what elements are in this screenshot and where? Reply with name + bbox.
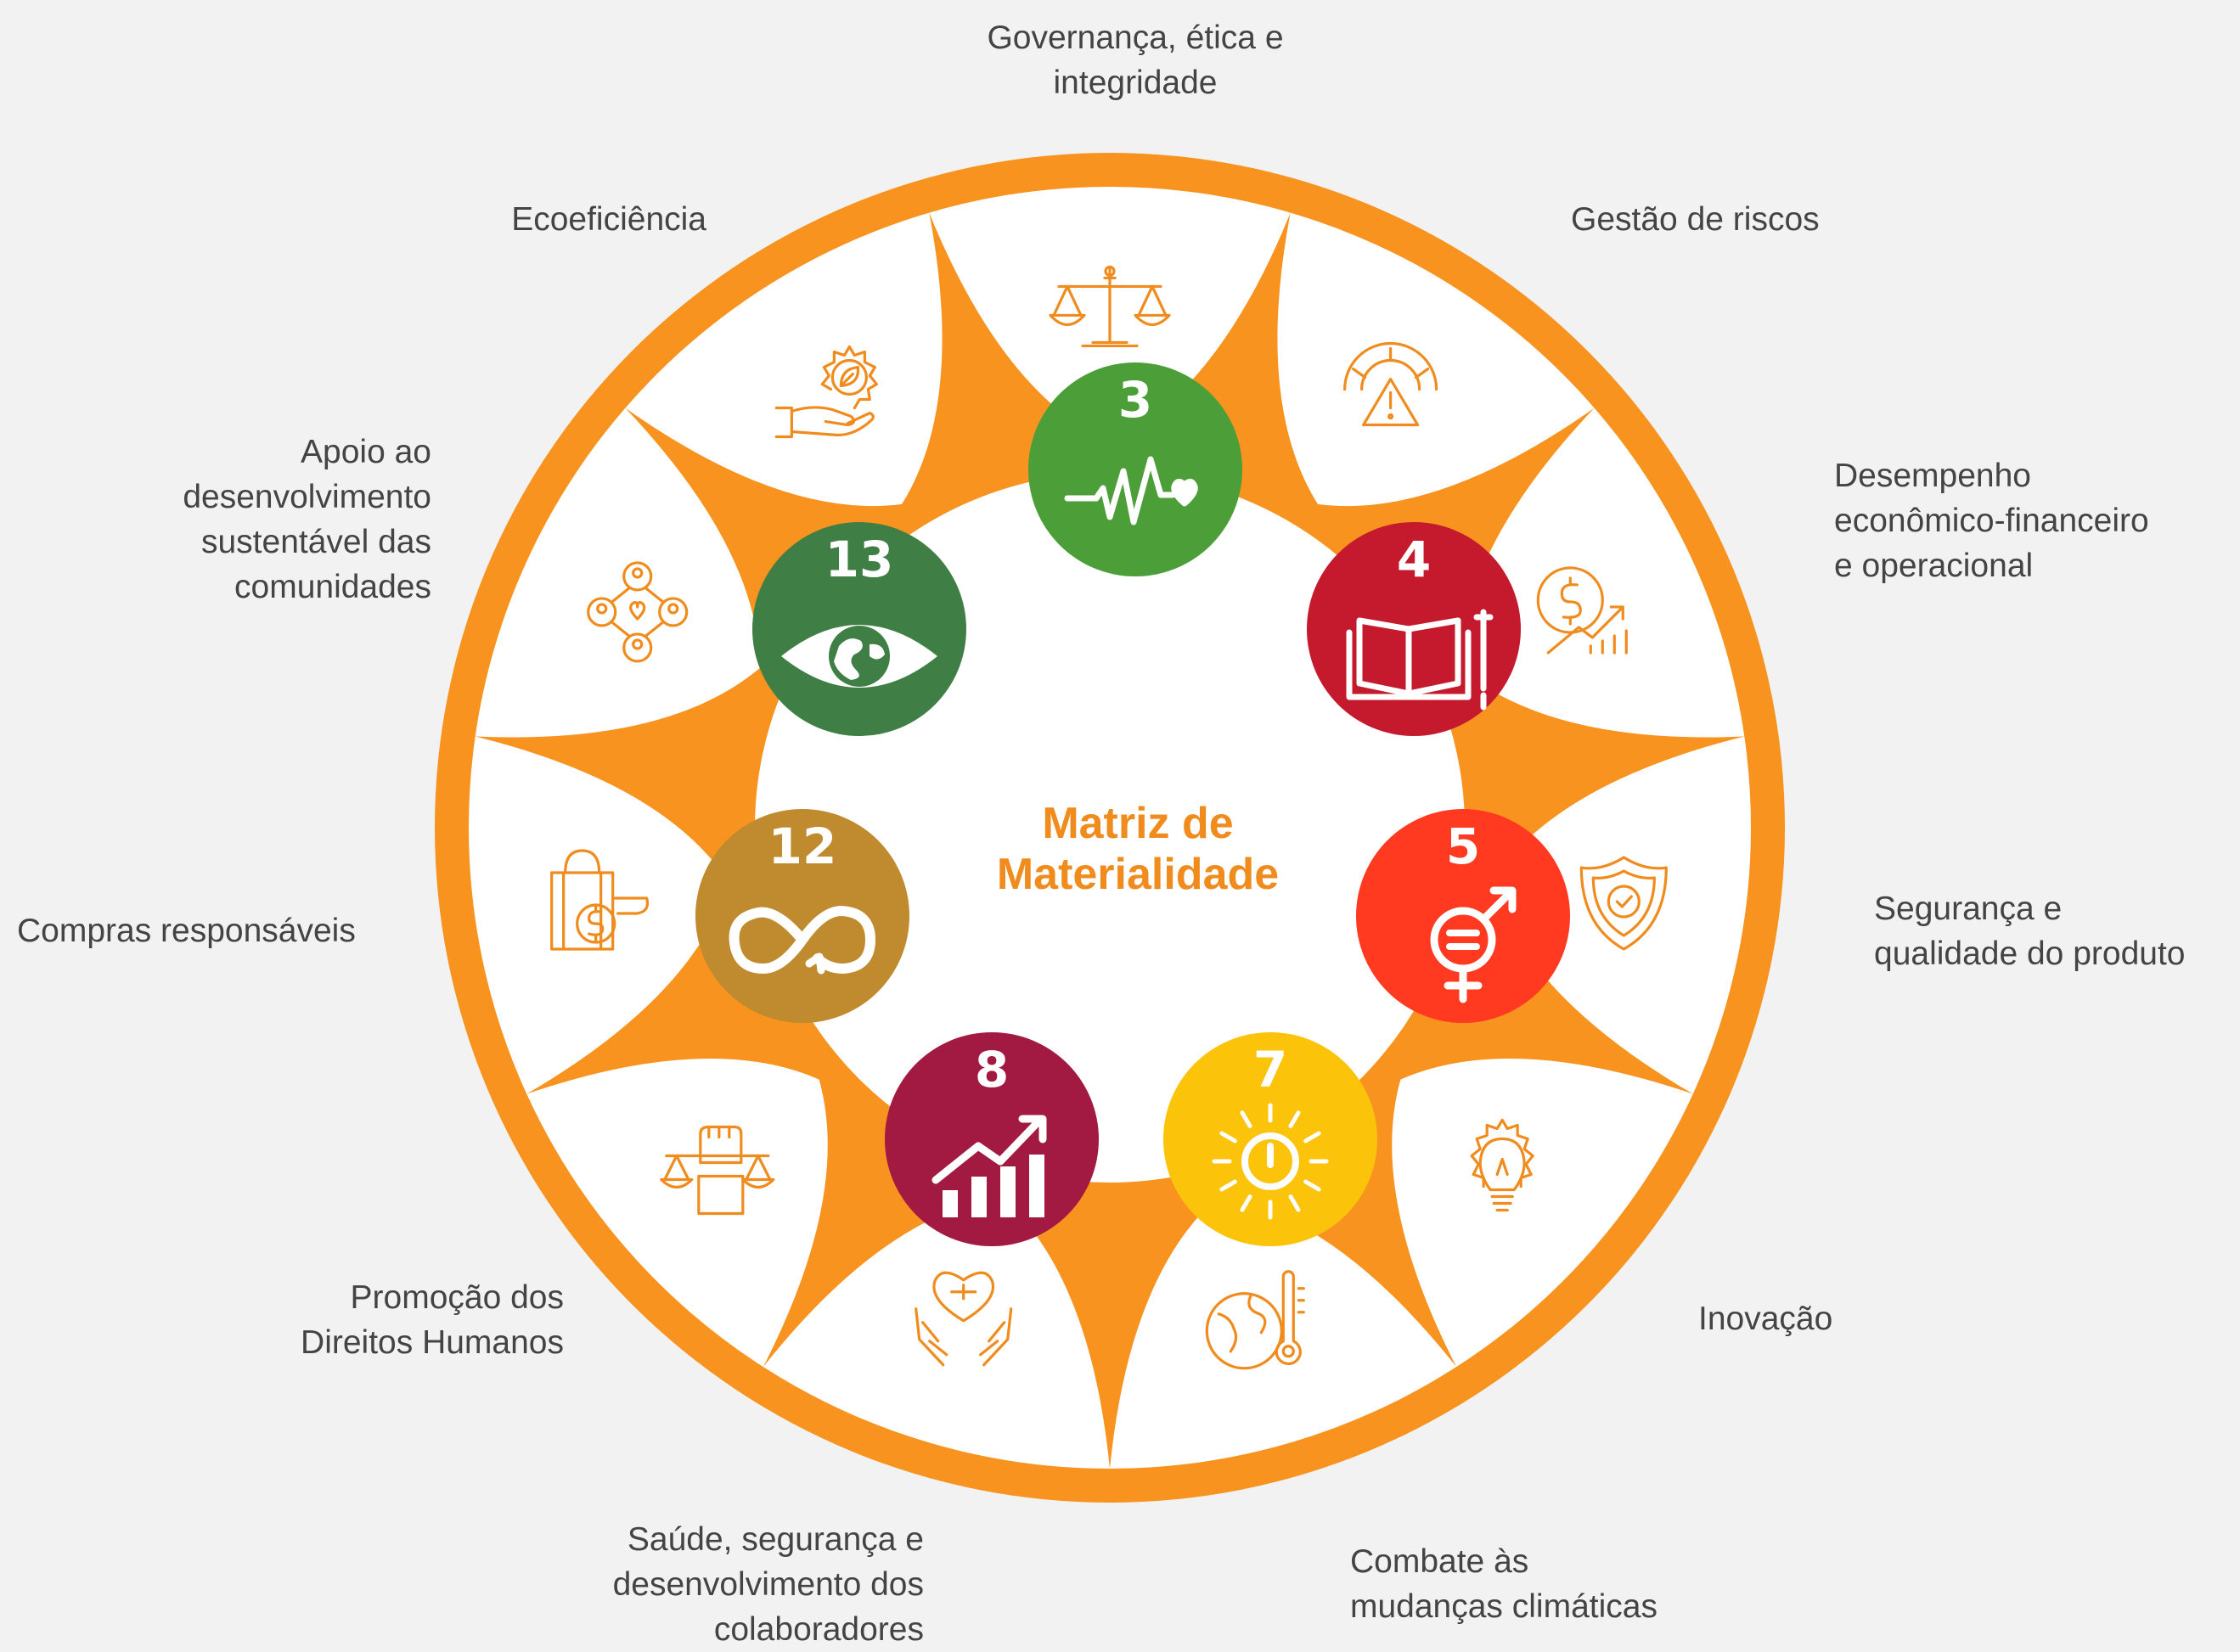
topic-petal	[475, 407, 760, 738]
sdg-badge-13: 13	[752, 522, 966, 736]
sdg-badge-5: 5	[1356, 809, 1570, 1023]
sdg-badge-7: 7	[1163, 1032, 1377, 1246]
shield-check-icon	[1579, 856, 1668, 951]
topic-petal	[1460, 407, 1745, 738]
sdg-number: 12	[768, 818, 837, 875]
center-title: Matriz de Materialidade	[996, 799, 1280, 899]
fist-scales-icon	[660, 1125, 775, 1216]
risk-gauge-warning-icon	[1343, 341, 1438, 427]
shopping-bag-money-icon	[550, 849, 650, 951]
topic-label-employee-health: Saúde, segurança e desenvolvimento dos c…	[612, 1521, 924, 1648]
topic-label-product-safety: Segurança e qualidade do produto	[1874, 891, 2186, 972]
topic-petal	[763, 1196, 1110, 1469]
eye-globe-icon	[781, 625, 937, 688]
sdg-badge-3: 3	[1028, 362, 1242, 576]
globe-thermometer-icon	[1205, 1270, 1305, 1370]
sdg-circle	[1028, 362, 1242, 576]
sdg-number: 5	[1446, 818, 1480, 875]
sdg-number: 3	[1118, 371, 1152, 429]
sdg-circle	[1356, 809, 1570, 1023]
topic-label-eco-efficiency: Ecoeficiência	[511, 201, 706, 238]
infinity-icon	[729, 906, 875, 975]
topic-label-community-support: Apoio ao desenvolvimento sustentável das…	[183, 434, 431, 605]
topic-petal	[625, 212, 943, 507]
growth-bars-icon	[931, 1115, 1047, 1217]
sdg-badge-4: 4	[1307, 522, 1521, 736]
community-network-icon	[587, 561, 689, 663]
heartbeat-icon	[1064, 456, 1198, 525]
scales-of-justice-icon	[1049, 265, 1171, 348]
topic-label-climate-change: Combate às mudanças climáticas	[1350, 1543, 1657, 1625]
power-sun-icon	[1212, 1103, 1329, 1220]
sdg-number: 8	[975, 1041, 1009, 1099]
lightbulb-gear-icon	[1470, 1118, 1534, 1212]
dollar-growth-chart-icon	[1536, 566, 1628, 655]
book-pencil-icon	[1346, 609, 1494, 711]
sdg-number: 7	[1253, 1041, 1287, 1099]
topic-label-responsible-purchasing: Compras responsáveis	[17, 913, 356, 949]
sdg-circle	[885, 1032, 1099, 1246]
topic-petal	[526, 1058, 828, 1368]
sdg-number: 4	[1397, 531, 1431, 588]
sdg-number: 13	[825, 531, 894, 588]
topic-label-economic-performance: Desempenho econômico-financeiro e operac…	[1834, 458, 2149, 584]
topic-petal	[468, 736, 729, 1094]
topic-label-governance: Governança, ética e integridade	[987, 20, 1284, 101]
sdg-badge-12: 12	[695, 809, 909, 1023]
topic-label-human-rights: Promoção dos Direitos Humanos	[301, 1279, 564, 1361]
topic-label-innovation: Inovação	[1698, 1301, 1833, 1337]
topic-petal	[1277, 212, 1595, 507]
topic-label-risk-management: Gestão de riscos	[1571, 201, 1820, 238]
topic-petal	[1392, 1058, 1693, 1368]
leaf-gear-hand-icon	[774, 345, 878, 439]
hands-heart-cross-icon	[915, 1271, 1013, 1367]
sdg-badge-8: 8	[885, 1032, 1099, 1246]
gender-equality-icon	[1430, 886, 1517, 1003]
